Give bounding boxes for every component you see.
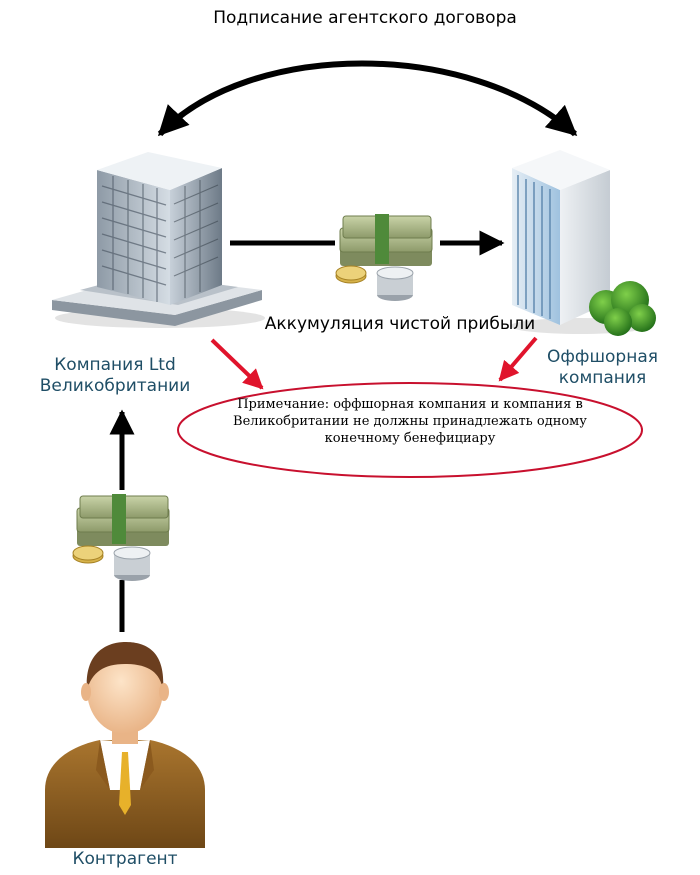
note-text: Примечание: оффшорная компания и компани… bbox=[233, 397, 587, 446]
uk-company-line1: Компания Ltd bbox=[54, 355, 176, 375]
diagram-title: Подписание агентского договора bbox=[213, 8, 517, 28]
businessman-icon bbox=[45, 642, 205, 848]
profit-flow-label: Аккумуляция чистой прибыли bbox=[264, 314, 536, 334]
note-pointer-right bbox=[498, 336, 538, 382]
agreement-arrow bbox=[157, 60, 578, 137]
counterparty-label: Контрагент bbox=[72, 849, 178, 869]
offshore-company-line1: Оффшорная bbox=[547, 347, 658, 367]
offshore-company-line2: компания bbox=[558, 368, 647, 388]
offshore-building-icon bbox=[510, 150, 656, 336]
note-ellipse bbox=[177, 382, 643, 478]
note-pointer-left bbox=[210, 338, 264, 390]
offshore-company-label: Оффшорная компания bbox=[520, 347, 685, 389]
money-stack-icon bbox=[72, 494, 170, 581]
uk-company-label: Компания Ltd Великобритании bbox=[20, 355, 210, 397]
uk-company-line2: Великобритании bbox=[39, 376, 191, 396]
office-building-icon bbox=[52, 152, 265, 328]
money-stack-icon bbox=[335, 214, 433, 301]
